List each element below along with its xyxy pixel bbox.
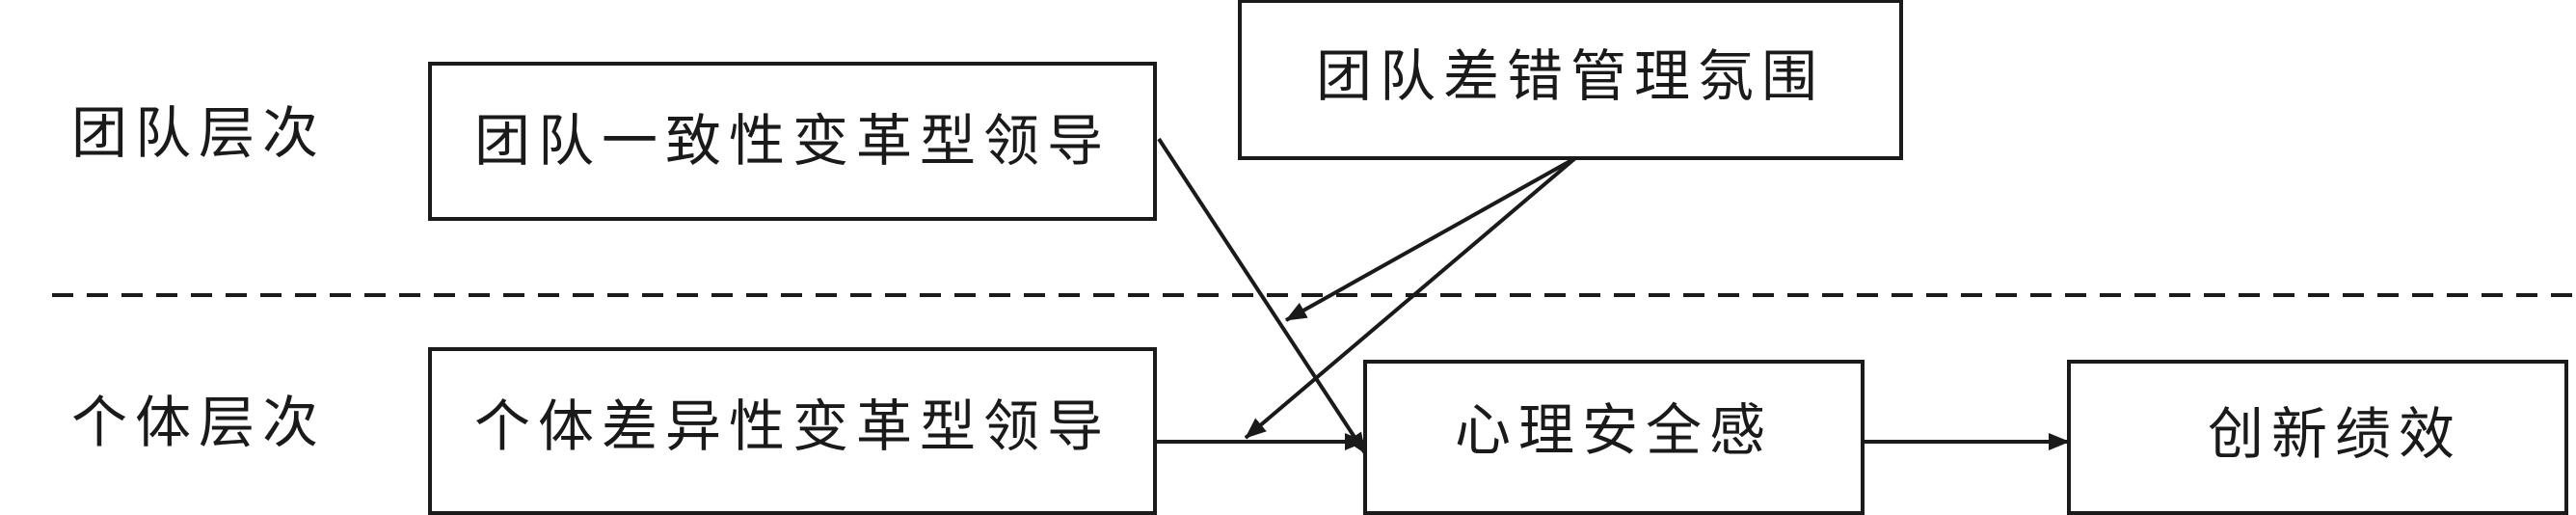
team-error-climate-box: 团队差错管理氛围	[1238, 0, 1903, 160]
individual-level-label: 个体层次	[71, 390, 326, 455]
team-error-climate-label: 团队差错管理氛围	[1316, 43, 1825, 109]
psych-safety-label: 心理安全感	[1455, 397, 1773, 463]
team-consistent-tfl-label: 团队一致性变革型领导	[474, 108, 1111, 174]
psych-safety-box: 心理安全感	[1363, 360, 1865, 515]
arrow-climate-to-individual-path	[1244, 156, 1577, 440]
arrow-climate-to-team-path	[1285, 156, 1576, 322]
innovation-perf-label: 创新绩效	[2208, 401, 2462, 467]
innovation-perf-box: 创新绩效	[2067, 360, 2568, 515]
arrow-team-tfl-to-safety	[1157, 137, 1367, 455]
individual-diff-tfl-box: 个体差异性变革型领导	[428, 347, 1157, 515]
individual-diff-tfl-label: 个体差异性变革型领导	[474, 393, 1111, 459]
team-level-label: 团队层次	[71, 100, 326, 166]
team-consistent-tfl-box: 团队一致性变革型领导	[428, 62, 1157, 221]
